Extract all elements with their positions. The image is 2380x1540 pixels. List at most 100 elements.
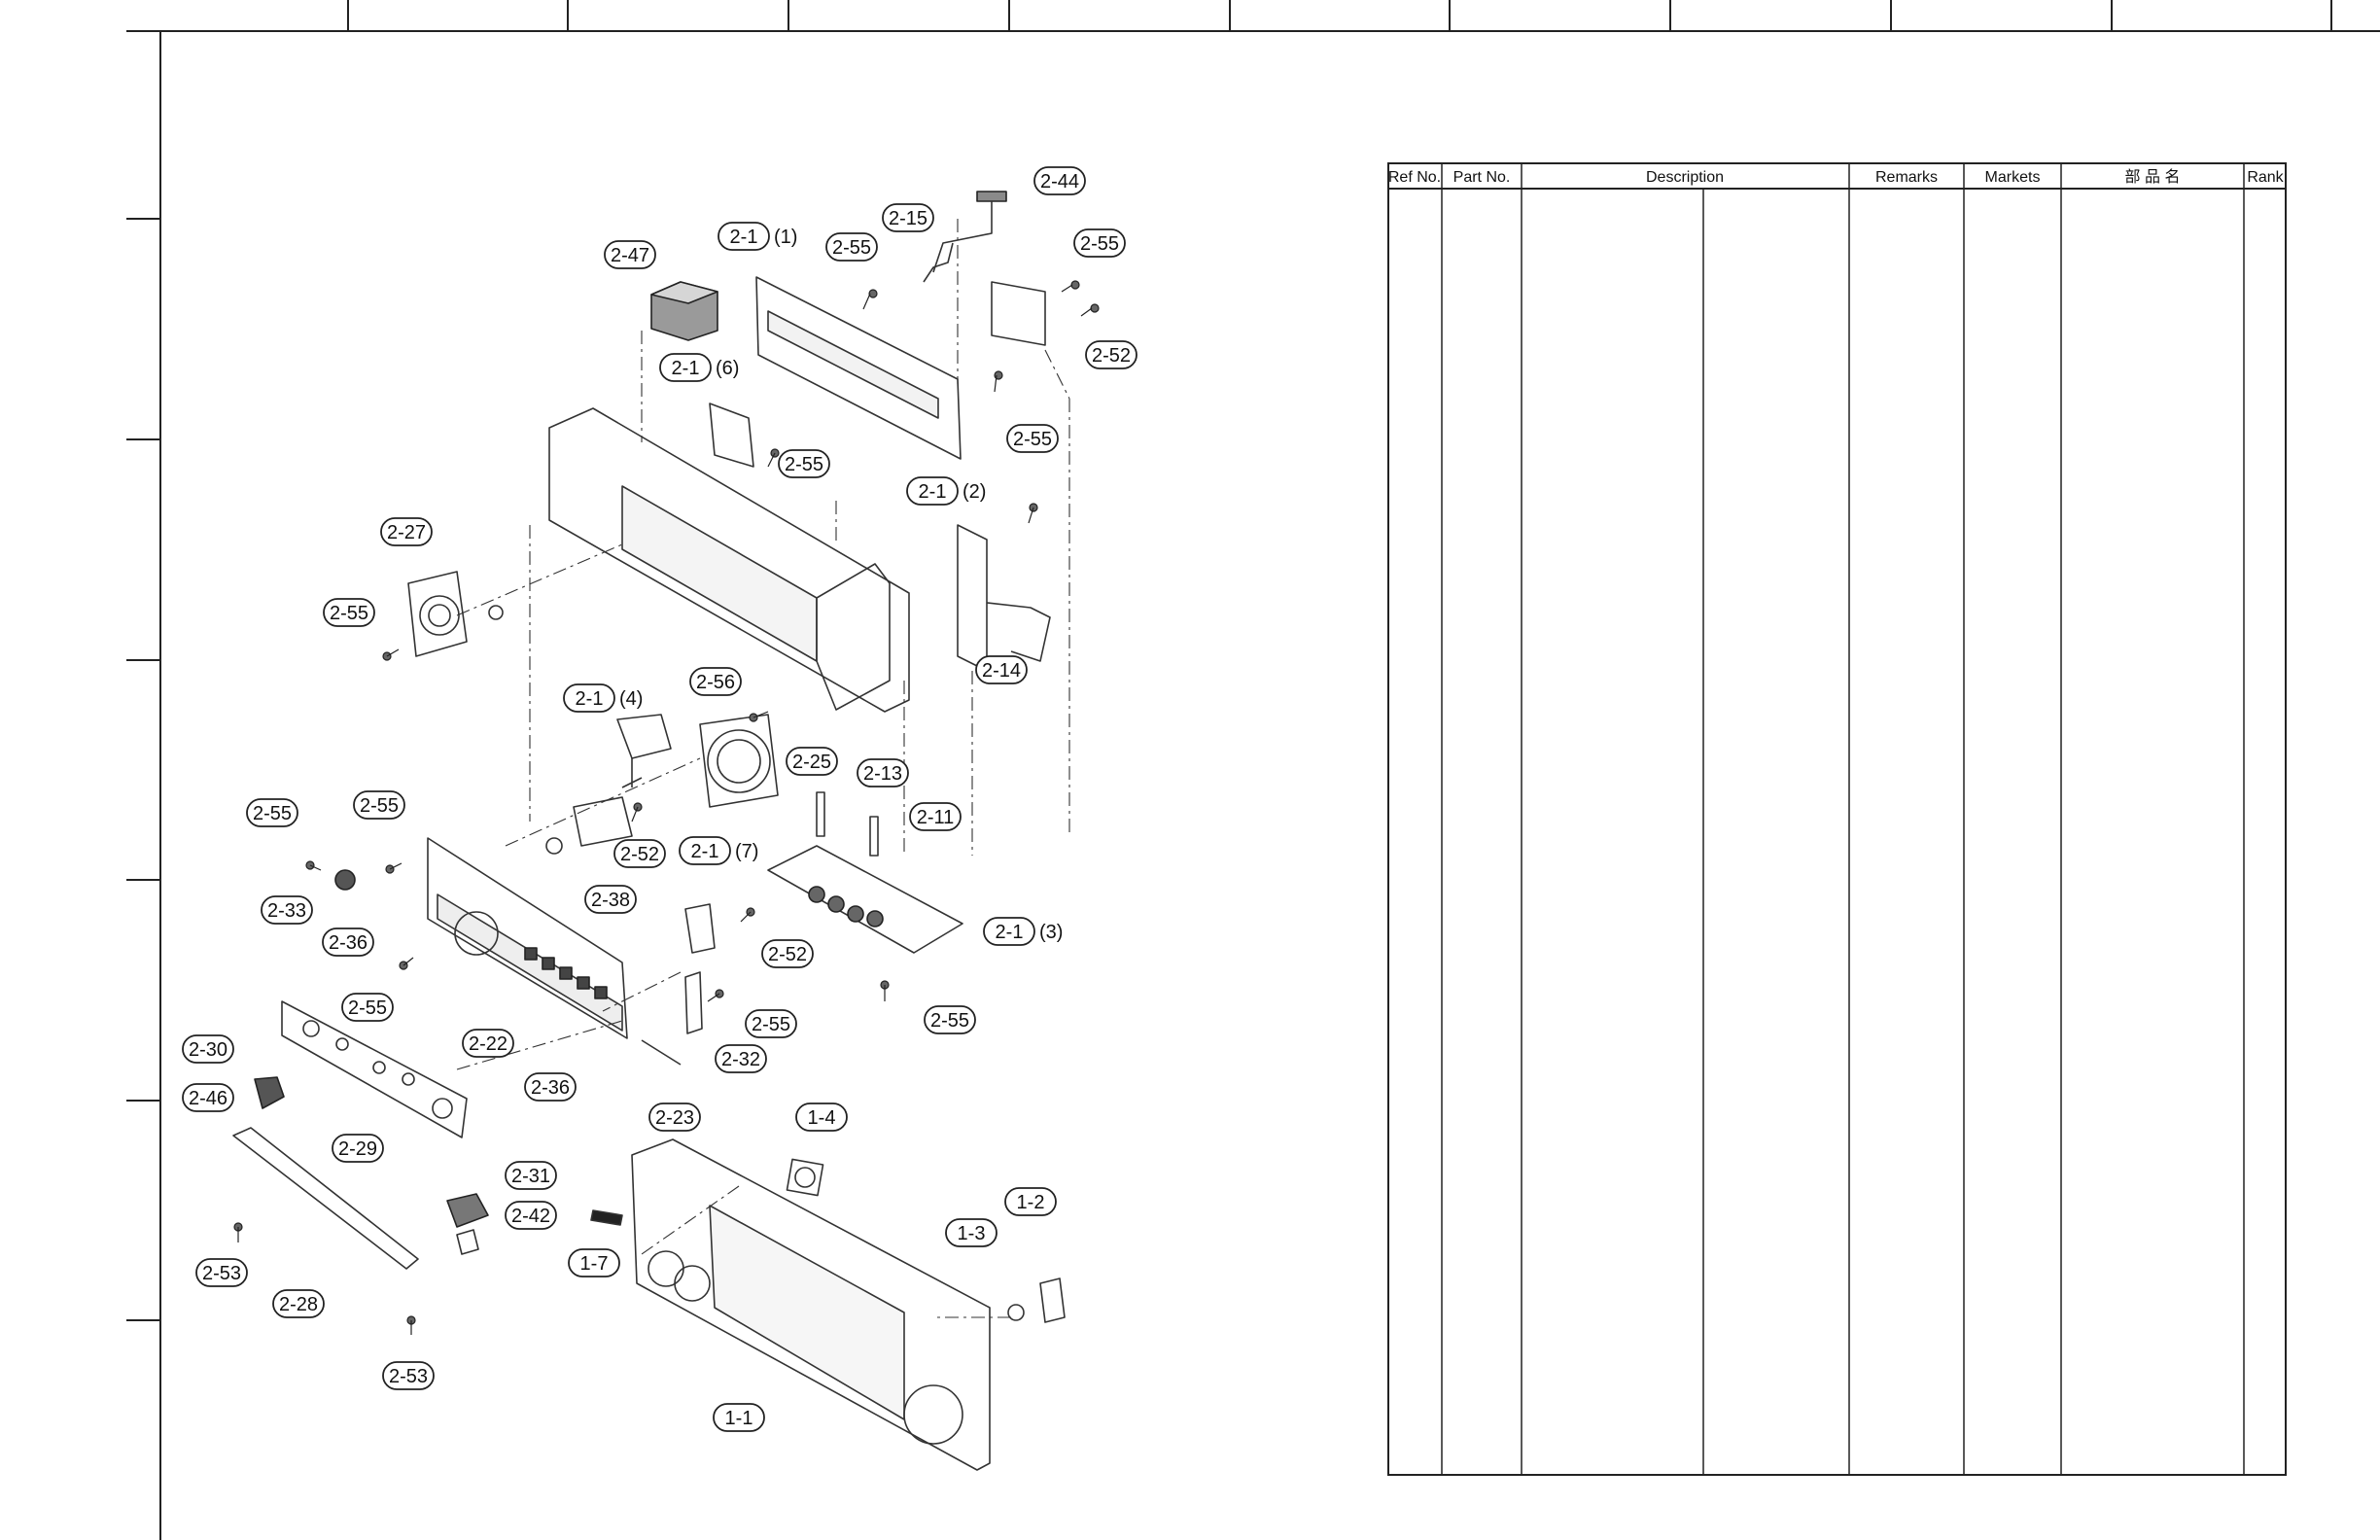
callout-number: 2-28: [279, 1294, 318, 1315]
callout-bubble: [182, 1034, 234, 1064]
callout-number: 2-55: [832, 237, 871, 259]
callout-number: 2-29: [338, 1138, 377, 1160]
callout-bubble: [906, 476, 959, 506]
callout-2-13: 2-13: [857, 758, 909, 788]
callout-number: 2-36: [531, 1077, 570, 1099]
callout-2-44: 2-44: [1033, 166, 1086, 195]
callout-2-1-2: 2-1(2): [906, 476, 986, 506]
callout-1-1: 1-1: [713, 1403, 765, 1432]
callout-2-28: 2-28: [272, 1289, 325, 1318]
callout-bubble: [1073, 228, 1126, 258]
callout-bubble: [857, 758, 909, 788]
callout-2-1-7: 2-1(7): [679, 836, 758, 865]
column-header-description: Description: [1646, 169, 1724, 186]
callout-2-53: 2-53: [195, 1258, 248, 1287]
callout-bubble: [182, 1083, 234, 1112]
callout-sub-number: (6): [716, 358, 739, 379]
callout-number: 2-1: [691, 841, 719, 862]
column-header-remarks: Remarks: [1875, 169, 1938, 186]
callout-number: 2-55: [785, 454, 823, 475]
column-header-part-no: Part No.: [1453, 169, 1511, 186]
callout-bubble: [1004, 1187, 1057, 1216]
callout-2-38: 2-38: [584, 885, 637, 914]
callout-2-46: 2-46: [182, 1083, 234, 1112]
callout-bubble: [563, 683, 615, 713]
callout-number: 2-55: [1013, 429, 1052, 450]
callout-bubble: [505, 1161, 557, 1190]
callout-bubble: [648, 1102, 701, 1132]
callout-number: 2-55: [752, 1014, 790, 1035]
callout-1-7: 1-7: [568, 1248, 620, 1278]
callout-2-55: 2-55: [924, 1005, 976, 1034]
callout-bubble: [718, 222, 770, 251]
callout-number: 2-55: [348, 998, 387, 1019]
callout-number: 2-52: [1092, 345, 1131, 367]
callout-bubble: [584, 885, 637, 914]
callout-number: 2-22: [469, 1033, 508, 1055]
callout-number: 2-44: [1040, 171, 1079, 192]
column-header-markets: Markets: [1985, 169, 2041, 186]
callout-bubble: [341, 993, 394, 1022]
callout-number: 1-3: [958, 1223, 986, 1244]
callout-2-55: 2-55: [353, 790, 405, 820]
callout-2-29: 2-29: [332, 1134, 384, 1163]
callout-2-55: 2-55: [246, 798, 298, 827]
callout-number: 2-32: [721, 1049, 760, 1070]
callout-1-2: 1-2: [1004, 1187, 1057, 1216]
callout-2-55: 2-55: [745, 1009, 797, 1038]
callout-number: 2-1: [576, 688, 604, 710]
callout-2-22: 2-22: [462, 1029, 514, 1058]
callout-number: 2-52: [620, 844, 659, 865]
callout-1-4: 1-4: [795, 1102, 848, 1132]
callout-bubble: [945, 1218, 998, 1247]
callout-number: 2-14: [982, 660, 1021, 682]
callout-2-25: 2-25: [786, 747, 838, 776]
callout-2-36: 2-36: [524, 1072, 577, 1102]
callout-bubble: [795, 1102, 848, 1132]
callout-2-11: 2-11: [909, 802, 962, 831]
callout-number: 2-1: [672, 358, 700, 379]
callout-bubble: [924, 1005, 976, 1034]
callout-2-32: 2-32: [715, 1044, 767, 1073]
callout-2-1-4: 2-1(4): [563, 683, 643, 713]
callout-2-55: 2-55: [1006, 424, 1059, 453]
callout-labels: 2-442-152-552-1(1)2-472-552-522-1(6)2-55…: [182, 166, 1138, 1432]
callout-2-30: 2-30: [182, 1034, 234, 1064]
callout-number: 2-33: [267, 900, 306, 922]
callout-number: 1-2: [1017, 1192, 1045, 1213]
callout-number: 2-27: [387, 522, 426, 543]
column-header-part-name-jp: 部 品 名: [2125, 168, 2181, 186]
callout-number: 2-55: [253, 803, 292, 824]
callout-number: 2-36: [329, 932, 368, 954]
callout-bubble: [505, 1201, 557, 1230]
callout-number: 2-55: [360, 795, 399, 817]
callout-bubble: [713, 1403, 765, 1432]
callout-bubble: [786, 747, 838, 776]
callout-2-23: 2-23: [648, 1102, 701, 1132]
callout-bubble: [272, 1289, 325, 1318]
callout-bubble: [322, 928, 374, 957]
callout-number: 2-55: [1080, 233, 1119, 255]
callout-2-52: 2-52: [1085, 340, 1138, 369]
callout-bubble: [332, 1134, 384, 1163]
callout-bubble: [715, 1044, 767, 1073]
callout-number: 2-1: [919, 481, 947, 503]
callout-number: 2-38: [591, 890, 630, 911]
callout-bubble: [462, 1029, 514, 1058]
callout-number: 2-56: [696, 672, 735, 693]
callout-bubble: [975, 655, 1028, 684]
callout-bubble: [778, 449, 830, 478]
callout-bubble: [1006, 424, 1059, 453]
callout-number: 2-55: [930, 1010, 969, 1032]
callout-bubble: [983, 917, 1035, 946]
callout-2-53: 2-53: [382, 1361, 435, 1390]
callout-bubble: [825, 232, 878, 262]
callout-2-52: 2-52: [761, 939, 814, 968]
callout-bubble: [613, 839, 666, 868]
callout-bubble: [659, 353, 712, 382]
callout-bubble: [323, 598, 375, 627]
callout-bubble: [261, 895, 313, 925]
